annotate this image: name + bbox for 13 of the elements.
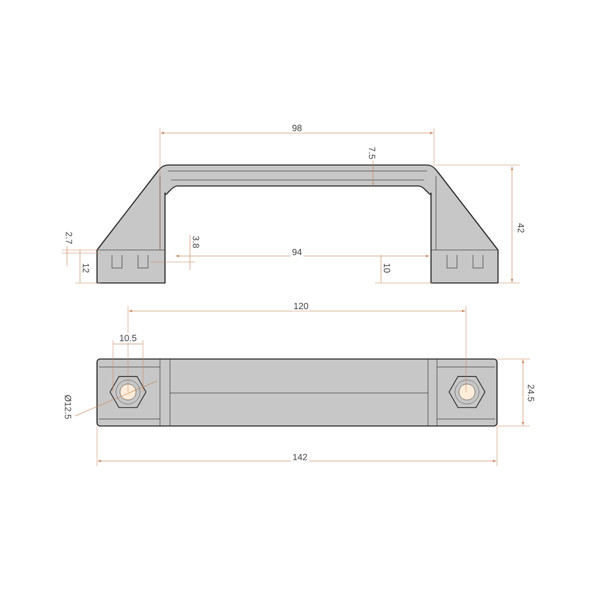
dimension-label: 120: [292, 301, 310, 311]
dimension-label: 94: [290, 247, 304, 257]
dimension-label: 10: [382, 262, 392, 274]
dimension-label: 42: [516, 222, 526, 234]
dimension-label: 24.5: [526, 382, 536, 404]
dimension-label: 142: [291, 452, 310, 462]
dimension-label: 7.5: [367, 145, 377, 161]
dimension-label: 2.7: [64, 230, 74, 246]
dimension-label: 98: [290, 123, 304, 133]
dimension-label: 12: [81, 262, 91, 274]
dimension-label: 3.8: [191, 234, 201, 250]
dimension-label: Ø12.5: [63, 393, 73, 421]
dimension-label: 10.5: [118, 333, 138, 343]
